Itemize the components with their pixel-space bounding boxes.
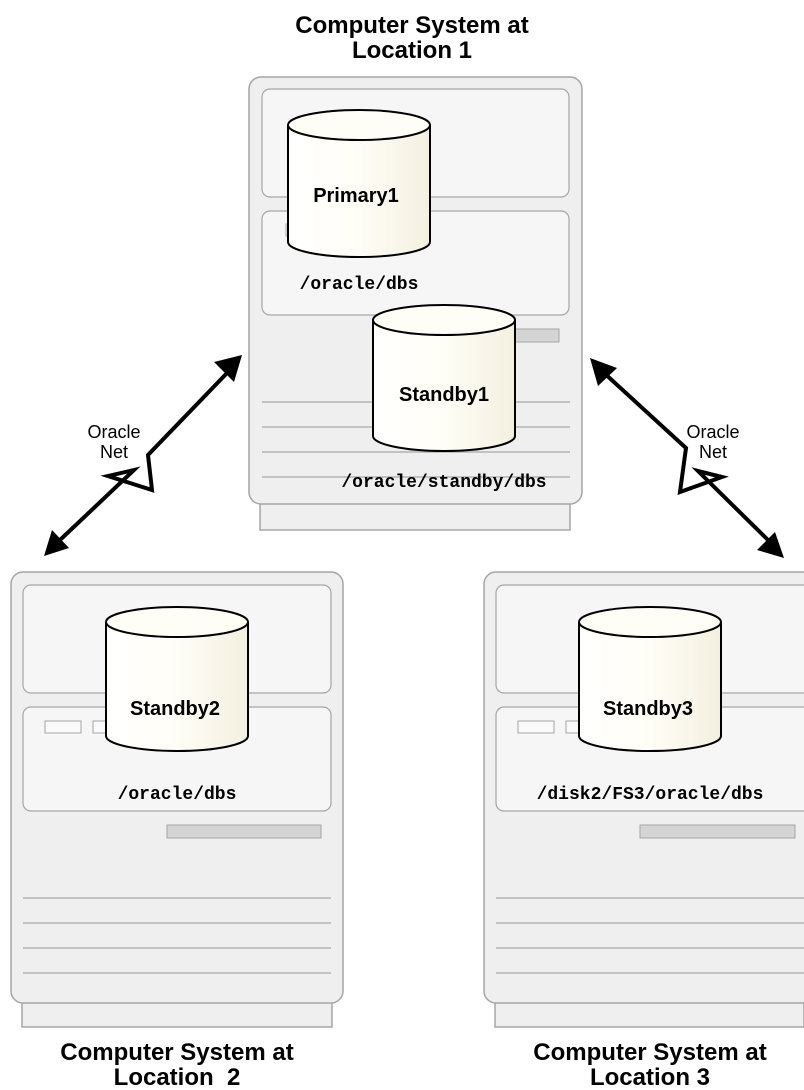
computer-2-drive-slot [44, 720, 82, 734]
arrowhead-up-icon [590, 358, 617, 386]
computer-location-3: Standby3 /disk2/FS3/oracle/dbs Computer … [483, 571, 804, 1090]
location-1-title-line2: Location 1 [352, 37, 472, 64]
oracle-net-link-left: Oracle Net [44, 355, 242, 556]
location-3-title-line2: Location 3 [590, 1064, 710, 1090]
computer-1-bay-slot [514, 328, 560, 343]
arrowhead-down-icon [757, 532, 784, 558]
database-primary1-label: Primary1 [313, 185, 399, 207]
oracle-net-right-label-line2: Net [699, 442, 727, 462]
arrowhead-up-icon [214, 355, 242, 382]
location-1-title-line1: Computer System at [295, 12, 528, 39]
location-2-title-line1: Computer System at [60, 1039, 293, 1066]
location-3-title-line1: Computer System at [533, 1039, 766, 1066]
oracle-net-right-label-line1: Oracle [686, 422, 739, 442]
oracle-net-left-label-line1: Oracle [87, 422, 140, 442]
arrowhead-down-icon [44, 530, 69, 556]
database-primary1-icon [287, 109, 431, 258]
computer-3-bay-slot [639, 824, 796, 839]
computer-location-1: Computer System at Location 1 Primary1 /… [248, 12, 583, 531]
database-standby3-label: Standby3 [603, 698, 693, 720]
computer-3-drive-slot [517, 720, 555, 734]
database-standby2-path: /oracle/dbs [118, 785, 237, 805]
database-primary1-path: /oracle/dbs [300, 275, 419, 295]
lightning-connector-left [58, 370, 230, 542]
oracle-net-link-right: Oracle Net [590, 358, 784, 558]
database-standby2-label: Standby2 [130, 698, 220, 720]
oracle-net-left-label-line2: Net [100, 442, 128, 462]
database-standby3-path: /disk2/FS3/oracle/dbs [537, 785, 764, 805]
database-standby1-label: Standby1 [399, 384, 489, 406]
database-standby2-icon [105, 606, 249, 752]
database-standby3-icon [578, 606, 722, 752]
computer-location-2: Standby2 /oracle/dbs Computer System at … [10, 571, 344, 1090]
lightning-connector-right [601, 370, 772, 544]
database-standby1-icon [372, 304, 516, 452]
location-2-title-line2: Location 2 [114, 1064, 241, 1090]
database-standby1-path: /oracle/standby/dbs [341, 473, 546, 493]
computer-2-bay-slot [166, 824, 322, 839]
